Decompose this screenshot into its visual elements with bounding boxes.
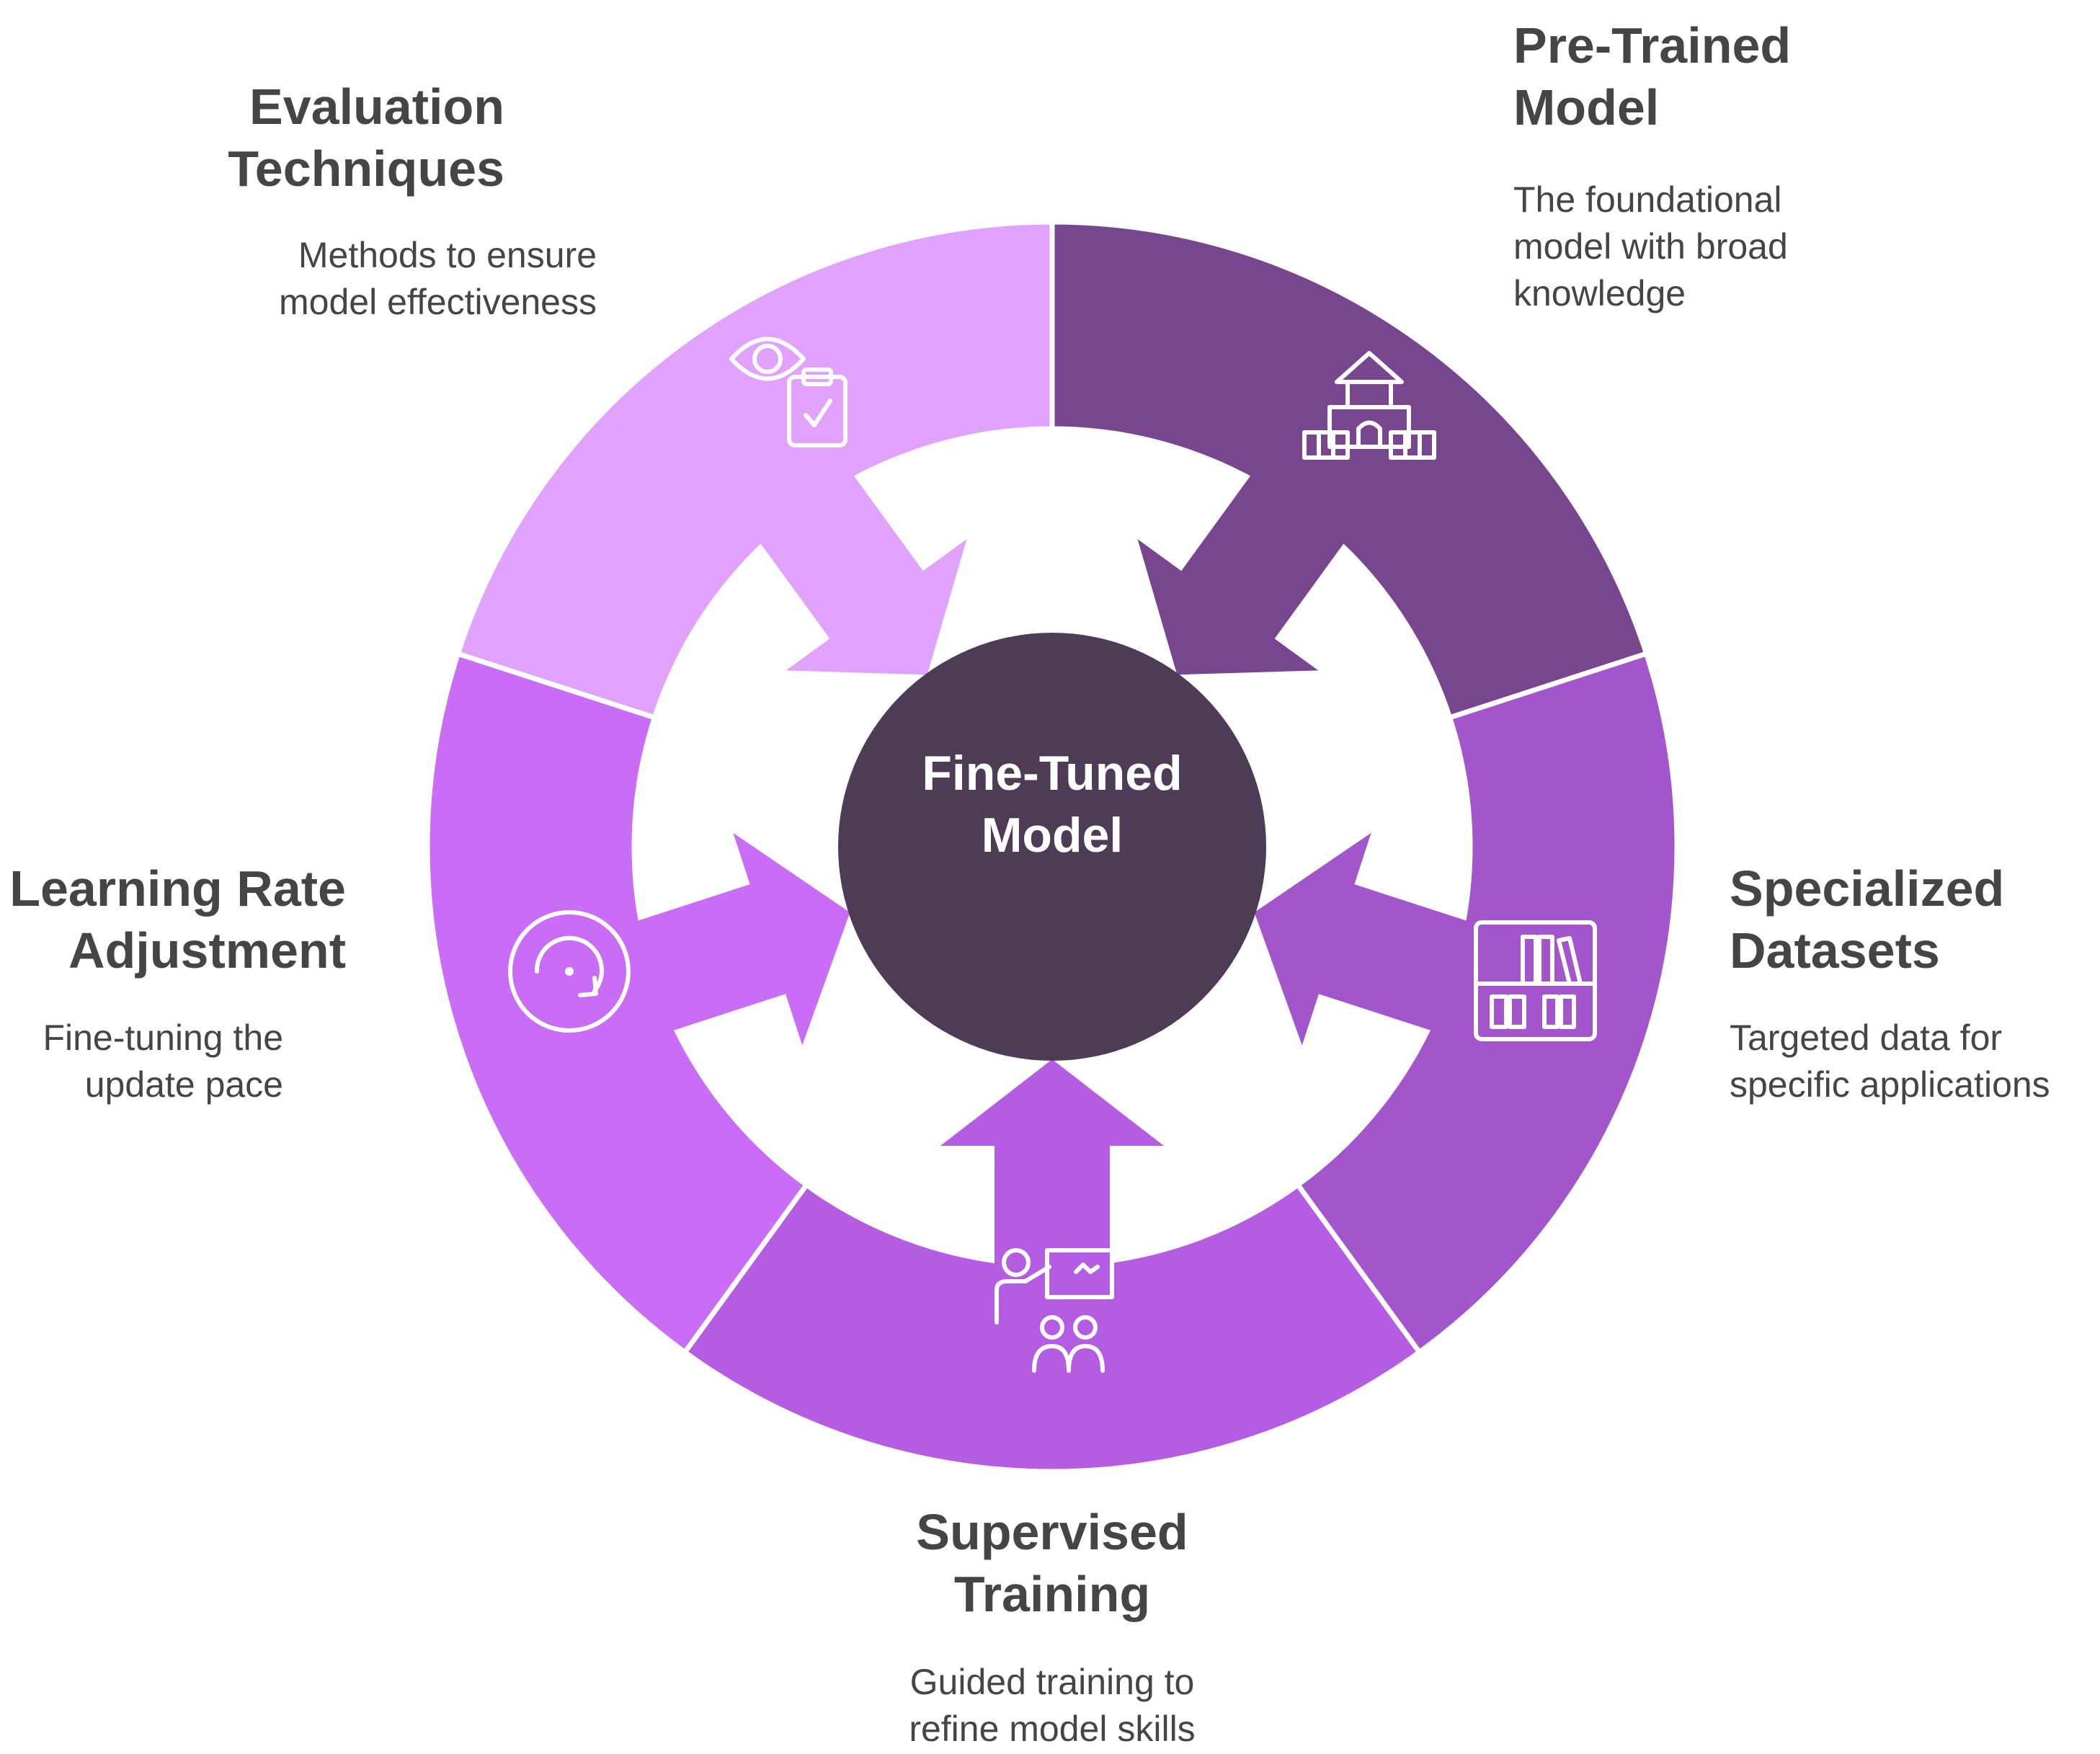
segment-supervised <box>681 1059 1423 1474</box>
teacher-students-icon <box>995 1248 1114 1373</box>
specialized-description: Targeted data for specific applications <box>1730 1018 2050 1105</box>
center-label: Fine-Tuned Model <box>836 742 1268 866</box>
segment-arrow-pretrained <box>1137 463 1353 675</box>
segment-arc-pretrained <box>1049 219 1650 721</box>
supervised-description: Guided training to refine model skills <box>909 1662 1196 1749</box>
evaluation-description: Methods to ensure model effectiveness <box>279 235 597 322</box>
learning-rate-description: Fine-tuning the update pace <box>43 1018 283 1105</box>
segment-arrow-evaluation <box>751 463 967 675</box>
segment-evaluation <box>455 219 1055 721</box>
learning-rate-title: Learning Rate Adjustment <box>9 860 346 979</box>
pretrained-description: The foundational model with broad knowle… <box>1513 179 1788 313</box>
segment-arc-specialized <box>1294 650 1680 1356</box>
bookshelf-icon <box>1474 920 1597 1041</box>
specialized-title: Specialized Datasets <box>1730 860 2005 979</box>
evaluation-title: Evaluation Techniques <box>228 79 504 197</box>
segment-arrow-specialized <box>1254 832 1482 1046</box>
eye-clipboard-icon <box>729 337 847 448</box>
rotate-dial-icon <box>508 910 631 1033</box>
segment-arc-evaluation <box>455 219 1055 721</box>
segment-specialized <box>1254 650 1680 1356</box>
castle-icon <box>1302 351 1436 460</box>
center-label-line-2: Model <box>981 808 1124 863</box>
segment-arrow-supervised <box>940 1059 1164 1279</box>
supervised-title: Supervised Training <box>916 1504 1188 1622</box>
segment-arc-supervised <box>681 1181 1423 1474</box>
segment-icons <box>508 337 1597 1373</box>
segment-arrow-learning-rate <box>623 832 850 1046</box>
pretrained-title: Pre-Trained Model <box>1513 17 1792 135</box>
center-hub <box>838 633 1266 1061</box>
segment-pretrained <box>1049 219 1650 721</box>
center-label-line-1: Fine-Tuned <box>922 746 1183 801</box>
